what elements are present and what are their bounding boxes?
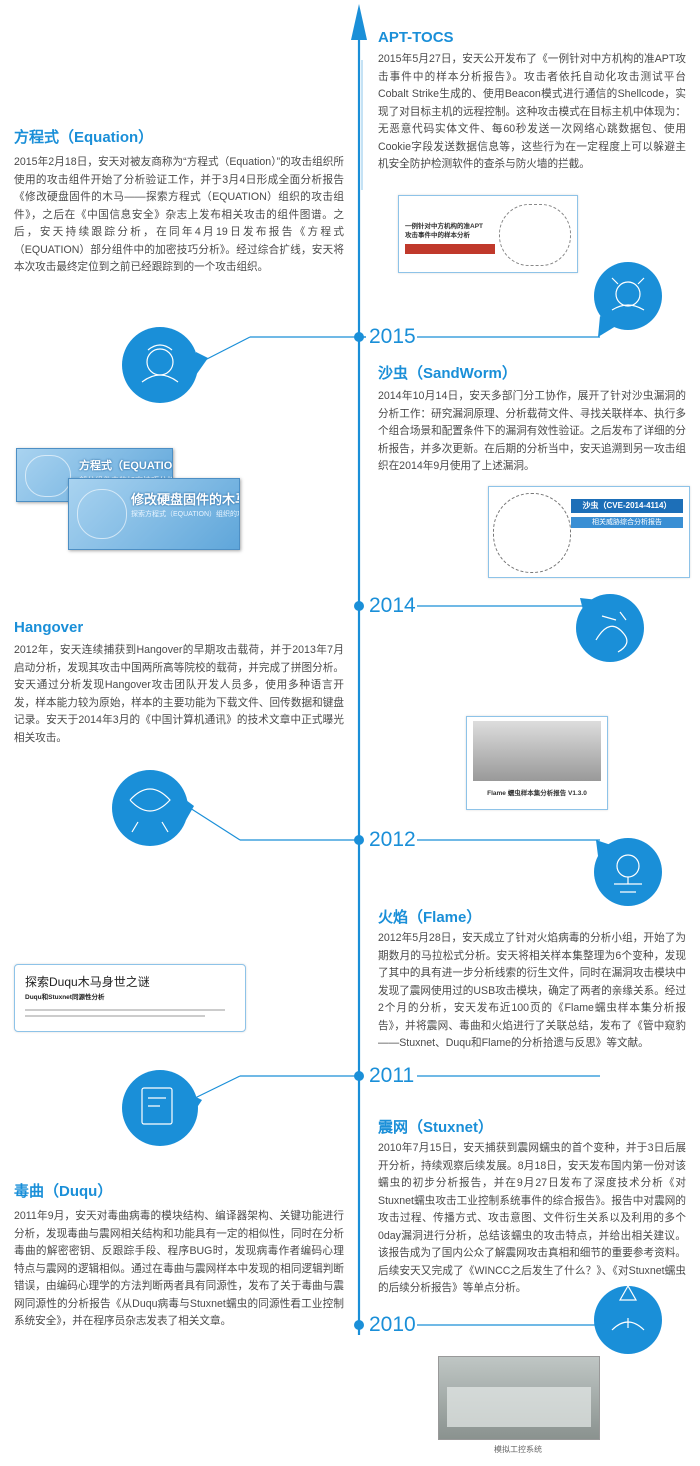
entry-title: 火焰（Flame） xyxy=(378,909,482,926)
bubble-hangover xyxy=(112,770,194,846)
entry-hangover: Hangover 2012年，安天连续捕获到Hangover的早期攻击载荷，并于… xyxy=(14,618,344,747)
entry-sandworm: 沙虫（SandWorm） 2014年10月14日，安天多部门分工协作，展开了针对… xyxy=(378,364,686,476)
card-subtitle: 探索方程式（EQUATION）组织的攻击组件 xyxy=(131,511,239,518)
robot-illustration-icon xyxy=(499,204,571,266)
sandworm-image-sub: 相关威胁综合分析报告 xyxy=(571,517,683,528)
entry-apt-tocs: APT-TOCS 2015年5月27日，安天公开发布了《一例针对中方机构的准AP… xyxy=(378,28,686,174)
sandworm-report-image: 沙虫（CVE-2014-4114） 相关威胁综合分析报告 xyxy=(488,486,690,578)
year-label-2010: 2010 xyxy=(369,1313,416,1336)
equation-report-card-2: 修改硬盘固件的木马 探索方程式（EQUATION）组织的攻击组件 xyxy=(68,478,240,550)
card-subtitle: Duqu和Stuxnet同源性分析 xyxy=(25,994,105,1001)
entry-title: 毒曲（Duqu） xyxy=(14,1183,113,1200)
year-label-2012: 2012 xyxy=(369,828,416,851)
year-marker-2014 xyxy=(354,601,600,611)
photo-caption: 模拟工控系统 xyxy=(494,1445,542,1454)
year-label-2014: 2014 xyxy=(369,594,416,617)
octopus-icon xyxy=(77,489,127,539)
duqu-report-card: 探索Duqu木马身世之谜 Duqu和Stuxnet同源性分析 xyxy=(14,964,246,1032)
entry-title: 沙虫（SandWorm） xyxy=(378,365,517,382)
card-title: 修改硬盘固件的木马 xyxy=(131,492,240,507)
card-title: 探索Duqu木马身世之谜 xyxy=(25,975,150,989)
entry-body: 2012年5月28日，安天成立了针对火焰病毒的分析小组，开始了为期数月的马拉松式… xyxy=(378,932,686,1049)
entry-title: Hangover xyxy=(14,619,84,636)
apt-tocs-image-text: 一例针对中方机构的准APT攻击事件中的样本分析 xyxy=(405,223,483,239)
year-marker-2010 xyxy=(354,1320,600,1330)
year-label-2015: 2015 xyxy=(369,325,416,348)
entry-title: 方程式（Equation） xyxy=(14,129,154,146)
entry-body: 2015年5月27日，安天公开发布了《一例针对中方机构的准APT攻击事件中的样本… xyxy=(378,53,686,170)
sandworm-image-title: 沙虫（CVE-2014-4114） xyxy=(571,499,683,513)
entry-duqu: 毒曲（Duqu） 2011年9月，安天对毒曲病毒的模块结构、编译器架构、关键功能… xyxy=(14,1182,344,1331)
card-title: 方程式（EQUATION） xyxy=(79,460,173,472)
entry-body: 2011年9月，安天对毒曲病毒的模块结构、编译器架构、关键功能进行分析，发现毒曲… xyxy=(14,1210,344,1327)
flame-image-caption: Flame 蠕虫样本集分析报告 V1.3.0 xyxy=(487,790,587,797)
bubble-apt-tocs xyxy=(594,262,662,337)
bubble-duqu xyxy=(122,1070,202,1146)
bubble-equation xyxy=(122,327,208,403)
bubble-flame xyxy=(594,838,662,906)
ics-simulation-photo xyxy=(438,1356,600,1440)
year-label-2011: 2011 xyxy=(369,1064,415,1087)
flame-illustration-icon xyxy=(473,721,601,781)
entry-body: 2014年10月14日，安天多部门分工协作，展开了针对沙虫漏洞的分析工作：研究漏… xyxy=(378,390,686,472)
entry-body: 2010年7月15日，安天捕获到震网蠕虫的首个变种，并于3日后展开分析，持续观察… xyxy=(378,1142,686,1294)
entry-stuxnet: 震网（Stuxnet） 2010年7月15日，安天捕获到震网蠕虫的首个变种，并于… xyxy=(378,1118,686,1298)
sandworm-illustration-icon xyxy=(493,493,571,573)
entry-title: APT-TOCS xyxy=(378,29,454,46)
entry-equation: 方程式（Equation） 2015年2月18日，安天对被友商称为“方程式（Eq… xyxy=(14,128,344,277)
entry-body: 2015年2月18日，安天对被友商称为“方程式（Equation）”的攻击组织所… xyxy=(14,156,344,273)
entry-flame: 火焰（Flame） 2012年5月28日，安天成立了针对火焰病毒的分析小组，开始… xyxy=(378,908,686,1053)
flame-report-image: Flame 蠕虫样本集分析报告 V1.3.0 xyxy=(466,716,608,810)
entry-body: 2012年，安天连续捕获到Hangover的早期攻击载荷，并于2013年7月启动… xyxy=(14,644,344,744)
apt-tocs-report-image: 一例针对中方机构的准APT攻击事件中的样本分析 xyxy=(398,195,578,273)
entry-title: 震网（Stuxnet） xyxy=(378,1119,494,1136)
octopus-icon xyxy=(25,455,71,497)
bubble-sandworm xyxy=(576,594,644,662)
timeline-arrow xyxy=(351,4,367,40)
